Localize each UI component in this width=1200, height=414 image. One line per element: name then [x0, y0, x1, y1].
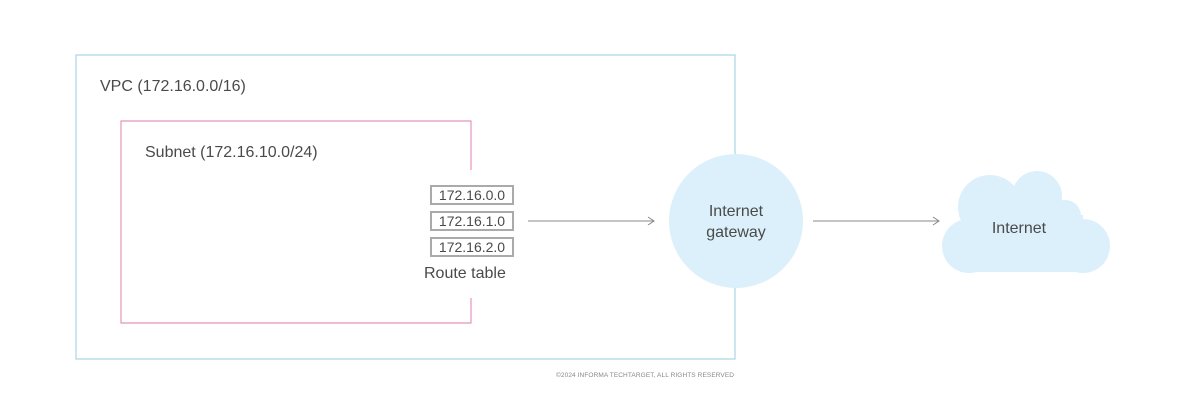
vpc-boundary: [75, 54, 736, 360]
copyright: ©2024 INFORMA TECHTARGET, ALL RIGHTS RES…: [556, 372, 735, 379]
internet-gateway-circle: [669, 154, 803, 288]
route-entry: 172.16.2.0: [430, 237, 514, 257]
gateway-line1: Internet: [708, 203, 764, 220]
subnet-label: Subnet (172.16.10.0/24): [145, 144, 318, 161]
cloud-icon: [942, 171, 1110, 273]
route-entry: 172.16.0.0: [430, 185, 514, 205]
vpc-label: VPC (172.16.0.0/16): [100, 78, 246, 95]
internet-gateway-label: Internet gateway: [669, 201, 803, 243]
arrow-route-to-gateway: [528, 216, 655, 226]
route-table-label: Route table: [424, 265, 506, 282]
route-entry: 172.16.1.0: [430, 211, 514, 231]
gateway-line2: gateway: [706, 224, 766, 241]
subnet-boundary: [120, 120, 472, 324]
internet-label: Internet: [991, 220, 1047, 237]
arrow-gateway-to-internet: [813, 216, 940, 226]
